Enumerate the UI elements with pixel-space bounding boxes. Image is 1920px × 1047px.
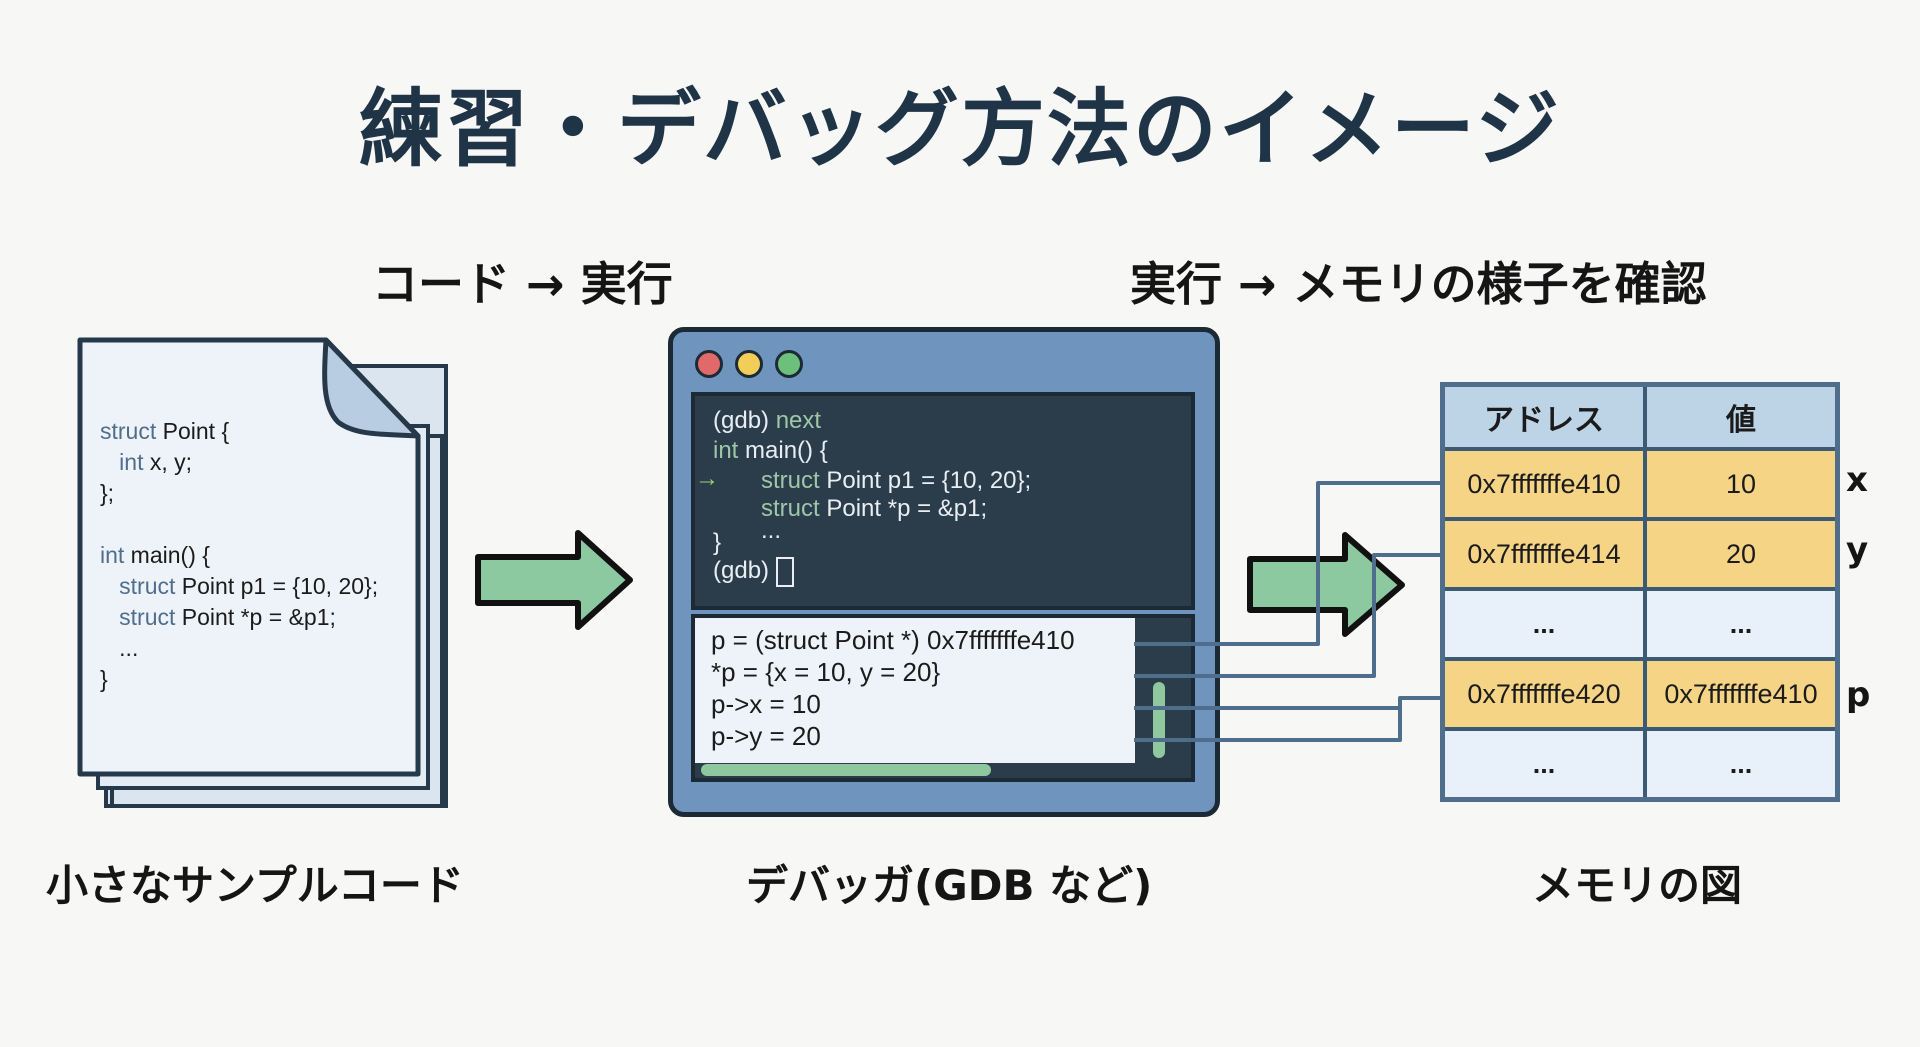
- code-line: };: [100, 478, 378, 509]
- terminal-line-3: struct Point p1 = {10, 20};: [761, 466, 1031, 496]
- address-cell: 0x7fffffffe420: [1440, 657, 1647, 731]
- window-close-button[interactable]: [695, 350, 723, 378]
- terminal-line-2: int main() {: [713, 436, 828, 466]
- value-cell: 10: [1643, 447, 1840, 521]
- dog-ear-fold: [322, 337, 421, 439]
- gdb-prompt: (gdb): [713, 557, 776, 584]
- code-line: ...: [100, 633, 378, 664]
- address-cell: 0x7fffffffe414: [1440, 517, 1647, 591]
- subhead-code-to-run: コード → 実行: [372, 257, 673, 311]
- terminal-line-1: (gdb) next: [713, 406, 821, 436]
- terminal-ellipsis: ...: [761, 517, 782, 544]
- window-minimize-button[interactable]: [735, 350, 763, 378]
- keyword: struct: [100, 604, 176, 630]
- keyword: struct: [100, 418, 157, 444]
- code-line: }: [100, 664, 378, 695]
- address-cell: ...: [1440, 587, 1647, 661]
- var-label-x: x: [1846, 460, 1868, 500]
- keyword: struct: [100, 573, 176, 599]
- code-text: }: [100, 666, 108, 692]
- code-block: struct Point { int x, y;}; int main() { …: [100, 416, 378, 695]
- debugger-window: (gdb) next int main() { → struct Point p…: [668, 327, 1220, 817]
- code-text: Point {: [156, 418, 230, 444]
- var-label-y: y: [1846, 530, 1869, 570]
- code-document: struct Point { int x, y;}; int main() { …: [76, 336, 456, 816]
- cursor-block: [775, 556, 794, 587]
- code-text: Point *p = &p1;: [175, 604, 336, 630]
- output-line: p = (struct Point *) 0x7fffffffe410: [711, 625, 1075, 655]
- output-line: p->y = 20: [711, 721, 821, 751]
- code-line: struct Point {: [100, 416, 378, 447]
- code-line: struct Point p1 = {10, 20};: [100, 571, 378, 602]
- terminal-line-4: struct Point *p = &p1;: [761, 494, 987, 524]
- table-header-row: アドレス 値: [1440, 382, 1840, 451]
- column-header-value: 値: [1643, 382, 1840, 451]
- code-text: x, y;: [143, 449, 193, 475]
- code-text: main() {: [124, 542, 210, 568]
- code-text: main() {: [738, 437, 828, 464]
- var-label-p: p: [1846, 675, 1871, 715]
- code-text: Point *p = &p1;: [819, 495, 988, 522]
- caption-memory-diagram: メモリの図: [1532, 861, 1743, 910]
- value-cell: 20: [1643, 517, 1840, 591]
- code-line: struct Point *p = &p1;: [100, 602, 378, 633]
- address-cell: ...: [1440, 727, 1647, 802]
- output-area: p = (struct Point *) 0x7fffffffe410 *p =…: [695, 618, 1135, 763]
- column-header-address: アドレス: [1440, 382, 1647, 451]
- value-cell: 0x7fffffffe410: [1643, 657, 1840, 731]
- code-line: int x, y;: [100, 447, 378, 478]
- vertical-scrollbar[interactable]: [1153, 682, 1165, 758]
- horizontal-scrollbar[interactable]: [701, 764, 991, 776]
- keyword: int: [100, 449, 144, 475]
- memory-row: ......: [1440, 587, 1840, 661]
- gdb-terminal[interactable]: (gdb) next int main() { → struct Point p…: [691, 392, 1195, 610]
- subhead-run-to-memory: 実行 → メモリの様子を確認: [1130, 257, 1707, 311]
- output-line: *p = {x = 10, y = 20}: [711, 657, 941, 687]
- keyword: int: [713, 437, 739, 464]
- code-line: [100, 509, 378, 540]
- code-text: };: [100, 480, 115, 506]
- caption-sample-code: 小さなサンプルコード: [46, 861, 464, 910]
- terminal-line-prompt: (gdb): [713, 556, 794, 587]
- right-arrow-icon: [475, 530, 633, 630]
- gdb-prompt: (gdb): [713, 407, 776, 434]
- page-title: 練習・デバッグ方法のイメージ: [358, 80, 1562, 178]
- caption-debugger: デバッガ(GDB など): [746, 861, 1153, 910]
- gdb-output-panel: p = (struct Point *) 0x7fffffffe410 *p =…: [691, 614, 1195, 782]
- window-maximize-button[interactable]: [775, 350, 803, 378]
- output-line: p->x = 10: [711, 689, 821, 719]
- document-stack-icon: [77, 337, 448, 808]
- terminal-closing-brace: }: [713, 529, 722, 556]
- current-line-arrow-icon: →: [695, 465, 719, 492]
- code-text: Point p1 = {10, 20};: [819, 467, 1032, 494]
- value-cell: ...: [1643, 587, 1840, 661]
- code-line: int main() {: [100, 540, 378, 571]
- memory-row: ......: [1440, 727, 1840, 802]
- value-cell: ...: [1643, 727, 1840, 802]
- address-cell: 0x7fffffffe410: [1440, 447, 1647, 521]
- code-text: ...: [100, 635, 139, 661]
- gdb-command: next: [775, 407, 822, 434]
- keyword: struct: [761, 495, 820, 522]
- keyword: struct: [761, 467, 820, 494]
- code-text: Point p1 = {10, 20};: [175, 573, 379, 599]
- keyword: int: [100, 542, 125, 568]
- front-page: [77, 337, 421, 777]
- right-arrow-icon: [1247, 532, 1405, 637]
